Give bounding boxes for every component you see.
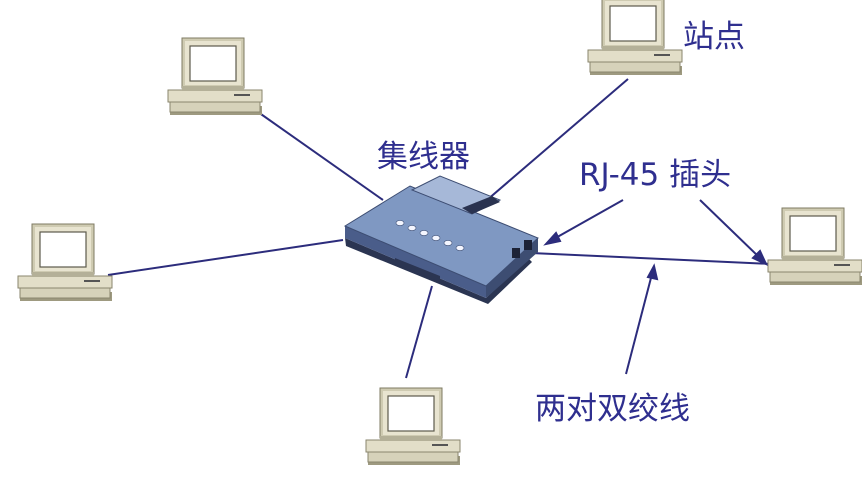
- hub-leds: [395, 220, 465, 251]
- computer-right: [767, 207, 862, 286]
- label-hub: 集线器: [377, 139, 470, 175]
- arrows: [543, 199, 769, 375]
- network-hub-icon: [343, 175, 539, 304]
- computer-top-right: [587, 0, 683, 76]
- cables: [107, 78, 773, 379]
- label-twisted-pair: 两对双绞线: [535, 391, 690, 427]
- computer-top-left: [167, 37, 263, 116]
- cable-top-left: [257, 111, 384, 201]
- cable-bottom: [405, 285, 433, 379]
- cable-top-right: [486, 78, 629, 201]
- label-rj45-plug: RJ-45 插头: [579, 157, 732, 193]
- label-station: 站点: [683, 19, 745, 55]
- desktop-computer-icon: [167, 37, 263, 116]
- arrow-rj45-right: [699, 199, 761, 259]
- computer-bottom: [365, 387, 461, 466]
- arrow-rj45-left: [551, 199, 624, 241]
- desktop-computer-icon: [365, 387, 461, 466]
- desktop-computer-icon: [767, 207, 862, 286]
- cable-right: [530, 252, 773, 265]
- desktop-computer-icon: [17, 223, 113, 302]
- arrow-twisted-pair: [625, 273, 653, 375]
- computer-left: [17, 223, 113, 302]
- desktop-computer-icon: [587, 0, 683, 76]
- cable-left: [107, 239, 344, 276]
